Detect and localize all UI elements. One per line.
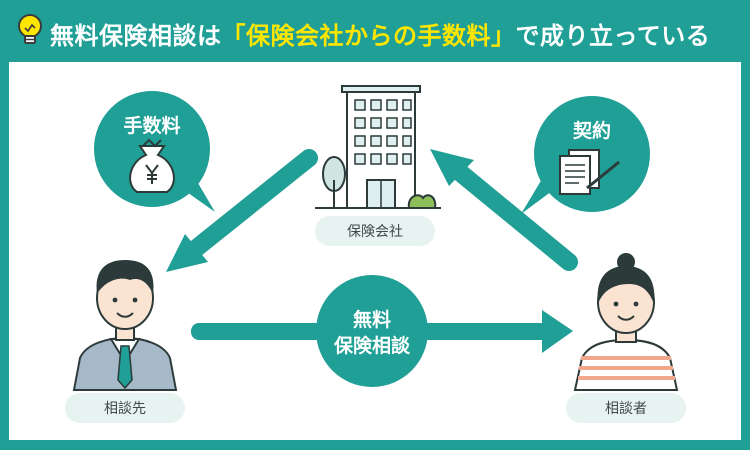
contract-label: 契約: [572, 119, 611, 142]
insurance-company-node: 保険会社: [315, 216, 435, 246]
contract-bubble: 契約: [521, 96, 650, 214]
free-consultation-bubble: 無料 保険相談: [316, 275, 428, 387]
page-title: 無料保険相談は「保険会社からの手数料」で成り立っている: [50, 16, 710, 51]
contract-document-icon: [559, 149, 620, 195]
money-bag-icon: [129, 138, 175, 193]
client-label: 相談者: [605, 401, 647, 417]
diagram-canvas: 手数料 契約: [65, 85, 686, 423]
title-prefix: 無料保険相談は: [50, 22, 222, 50]
title-highlight: 「保険会社からの手数料」: [221, 22, 516, 50]
title-suffix: で成り立っている: [515, 22, 711, 50]
fee-bubble: 手数料: [94, 91, 215, 212]
diagram-panel: 手数料 契約: [9, 62, 741, 440]
arrow-client-to-company: [430, 149, 578, 271]
arrow-company-to-consultant: [166, 149, 318, 272]
fee-label: 手数料: [123, 114, 180, 137]
insurance-consultation-label: 保険相談: [333, 334, 411, 357]
client-person-illustration: [573, 253, 679, 391]
office-building-icon: [315, 85, 441, 209]
consultant-person-illustration: [72, 260, 178, 391]
insurance-company-label: 保険会社: [347, 224, 403, 240]
consultant-node: 相談先: [65, 393, 185, 423]
free-label: 無料: [353, 308, 391, 331]
lightbulb-icon: [18, 14, 42, 44]
header: 無料保険相談は「保険会社からの手数料」で成り立っている: [0, 0, 750, 62]
consultant-label: 相談先: [104, 401, 146, 417]
client-node: 相談者: [566, 393, 686, 423]
